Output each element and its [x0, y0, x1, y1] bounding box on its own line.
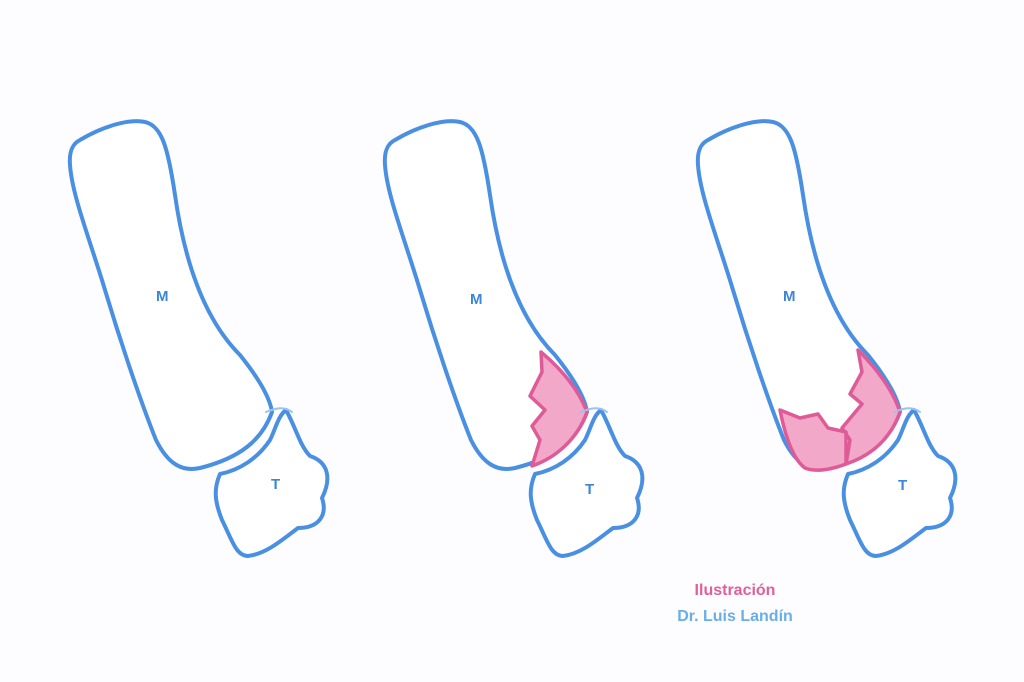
panel-3-phalanx-label: T [898, 477, 907, 494]
credit-author: Dr. Luis Landín [677, 608, 793, 625]
panel-2-fracture-fragment [528, 350, 589, 468]
credit-illustration: Ilustración [694, 582, 776, 599]
panel-2-phalanx-label: T [585, 481, 594, 498]
panel-2-phalanx [528, 408, 645, 558]
panel-1-joint-line [265, 407, 293, 413]
panel-1-metacarpal-label: M [156, 288, 169, 305]
panel-1-phalanx [213, 408, 330, 558]
panel-1: M T [67, 119, 330, 558]
panel-2-joint-line [580, 407, 608, 413]
panel-3-phalanx [841, 408, 958, 558]
panel-3-metacarpal-label: M [783, 288, 796, 305]
panel-3: M T [695, 119, 958, 558]
panel-2-metacarpal-label: M [470, 291, 483, 308]
panel-3-fracture-fragment-small [778, 408, 848, 472]
panel-1-metacarpal [67, 119, 274, 471]
panel-1-phalanx-label: T [271, 476, 280, 493]
panel-3-joint-line [893, 407, 921, 413]
panel-2: M T [382, 119, 645, 558]
